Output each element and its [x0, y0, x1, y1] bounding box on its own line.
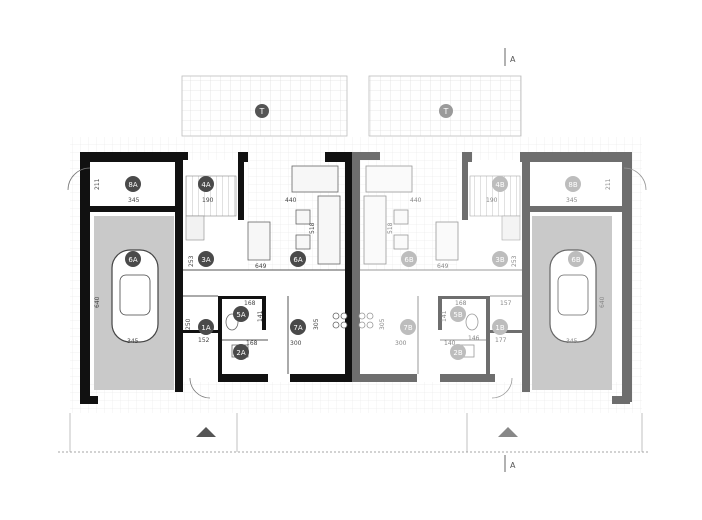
dim-190-b: 190 [486, 197, 498, 204]
room-7b-badge: 7B [403, 324, 412, 332]
walls-a [80, 152, 353, 404]
dim-518-a: 518 [309, 222, 316, 234]
room-6b-badge: 6B [404, 256, 413, 264]
room-2a-badge: 2A [236, 349, 245, 357]
dim-345-garage-b: 345 [566, 338, 578, 345]
dim-345-garage-a: 345 [127, 338, 139, 345]
room-6a-badge: 6A [293, 256, 302, 264]
dim-305-a: 305 [313, 318, 320, 330]
kitchen-b [363, 165, 459, 265]
kitchen-a [247, 165, 341, 265]
dim-253-b: 253 [511, 255, 518, 267]
room-3a-badge: 3A [201, 256, 210, 264]
dim-146-b: 146 [468, 335, 480, 342]
terrace-markers: T T [255, 104, 453, 118]
partitions-b [360, 269, 522, 374]
dim-300-b: 300 [395, 340, 407, 347]
dim-177-b: 177 [495, 337, 507, 344]
dim-152-a: 152 [198, 337, 210, 344]
room-7a-badge: 7A [293, 324, 302, 332]
room-6a-garage-badge: 6A [128, 256, 137, 264]
dim-253-a: 253 [188, 255, 195, 267]
room-4a-badge: 4A [201, 181, 210, 189]
dim-518-b: 518 [387, 222, 394, 234]
dim-345-top-b: 345 [566, 197, 578, 204]
room-1a-badge: 1A [201, 324, 210, 332]
room-8a-badge: 8A [128, 181, 137, 189]
car-b [549, 249, 597, 343]
dim-305-b: 305 [379, 318, 386, 330]
section-line: A A [504, 48, 516, 472]
dim-211-b: 211 [605, 178, 612, 190]
dim-140-b: 140 [444, 340, 456, 347]
dim-440-a: 440 [285, 197, 297, 204]
dimensions-a: 345 211 190 440 518 649 253 640 345 168 … [94, 178, 320, 347]
room-badges-a: 8A 4A 6A 3A 6A 5A 1A 7A 2A [125, 176, 306, 360]
room-8b-badge: 8B [568, 181, 577, 189]
room-1b-badge: 1B [495, 324, 504, 332]
partitions-a [183, 269, 345, 374]
dim-649-a: 649 [255, 263, 267, 270]
dim-345-top-a: 345 [128, 197, 140, 204]
room-2b-badge: 2B [453, 349, 462, 357]
room-3b-badge: 3B [495, 256, 504, 264]
dim-141-a: 141 [257, 310, 264, 322]
room-4b-badge: 4B [495, 181, 504, 189]
dim-649-b: 649 [437, 263, 449, 270]
dim-168-a: 168 [244, 300, 256, 307]
room-badges-b: 8B 4B 6B 3B 6B 5B 1B 7B 2B [400, 176, 584, 360]
room-5a-badge: 5A [236, 311, 245, 319]
doors-a [67, 167, 211, 399]
dimensions-b: 345 211 190 440 518 649 253 640 345 168 … [379, 178, 612, 347]
dim-141-b: 141 [441, 310, 448, 322]
site-base [58, 413, 648, 453]
dim-168-b: 168 [455, 300, 467, 307]
room-6b-garage-badge: 6B [571, 256, 580, 264]
dim-211-a: 211 [94, 178, 101, 190]
dim-440-b: 440 [410, 197, 422, 204]
section-mark-bottom: A [510, 461, 516, 470]
dim-250-a: 250 [185, 318, 192, 330]
unit-b: 8B 4B 6B 3B 6B 5B 1B 7B 2B 345 211 190 4… [352, 152, 647, 404]
terrace-mark-left: T [259, 107, 265, 116]
section-mark-top: A [510, 55, 516, 64]
car-a [111, 249, 159, 343]
dim-640-b: 640 [599, 296, 606, 308]
dim-640-a: 640 [94, 296, 101, 308]
doors-b [491, 167, 647, 399]
bath-fixtures-b [358, 312, 479, 358]
entrance-arrow-right [498, 427, 518, 437]
dim-190-a: 190 [202, 197, 214, 204]
terrace-mark-right: T [443, 107, 449, 116]
dim-157-b: 157 [500, 300, 512, 307]
dim-300-a: 300 [290, 340, 302, 347]
entrance-arrow-left [196, 427, 216, 437]
room-5b-badge: 5B [453, 311, 462, 319]
dim-168b-a: 168 [246, 340, 258, 347]
unit-a: 8A 4A 6A 3A 6A 5A 1A 7A 2A 345 211 190 4… [67, 152, 353, 404]
